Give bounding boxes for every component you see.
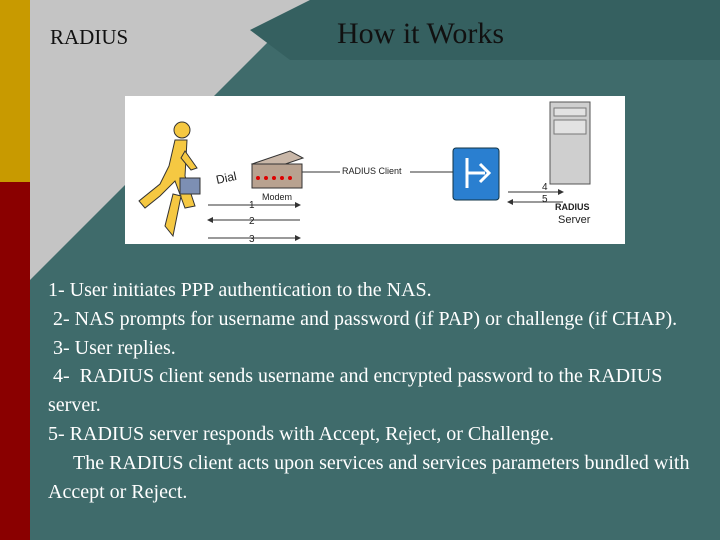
step-number-1: 1 <box>249 200 255 211</box>
slide-title: How it Works <box>337 17 505 50</box>
gold-accent-stripe <box>0 0 30 182</box>
topic-label: RADIUS <box>50 25 129 49</box>
dial-label: Dial <box>215 169 238 187</box>
radius-flow-diagram: Dial Modem RADIUS Client <box>125 96 625 244</box>
step-number-5: 5 <box>542 194 548 205</box>
steps-text: 1- User initiates PPP authentication to … <box>48 276 708 506</box>
step-1: 1- User initiates PPP authentication to … <box>48 279 432 301</box>
step-2: 2- NAS prompts for username and password… <box>48 307 678 330</box>
step-note: The RADIUS client acts upon services and… <box>48 451 694 503</box>
nas-router-icon <box>452 147 500 201</box>
radius-server-label-2: Server <box>558 214 591 226</box>
radius-server-icon <box>549 101 591 185</box>
modem-icon <box>250 150 305 189</box>
step-5: 5- RADIUS server responds with Accept, R… <box>48 422 554 445</box>
briefcase-icon <box>179 177 201 195</box>
red-accent-stripe <box>0 182 30 540</box>
step-3: 3- User replies. <box>48 336 176 359</box>
step-number-3: 3 <box>249 234 255 244</box>
teal-header-band <box>250 0 720 60</box>
radius-client-label: RADIUS Client <box>342 166 402 176</box>
step-number-2: 2 <box>249 216 255 227</box>
step-number-4: 4 <box>542 182 548 193</box>
modem-label: Modem <box>262 192 292 202</box>
step-4: 4- RADIUS client sends username and encr… <box>48 365 668 417</box>
radius-server-label-1: RADIUS <box>555 202 590 212</box>
